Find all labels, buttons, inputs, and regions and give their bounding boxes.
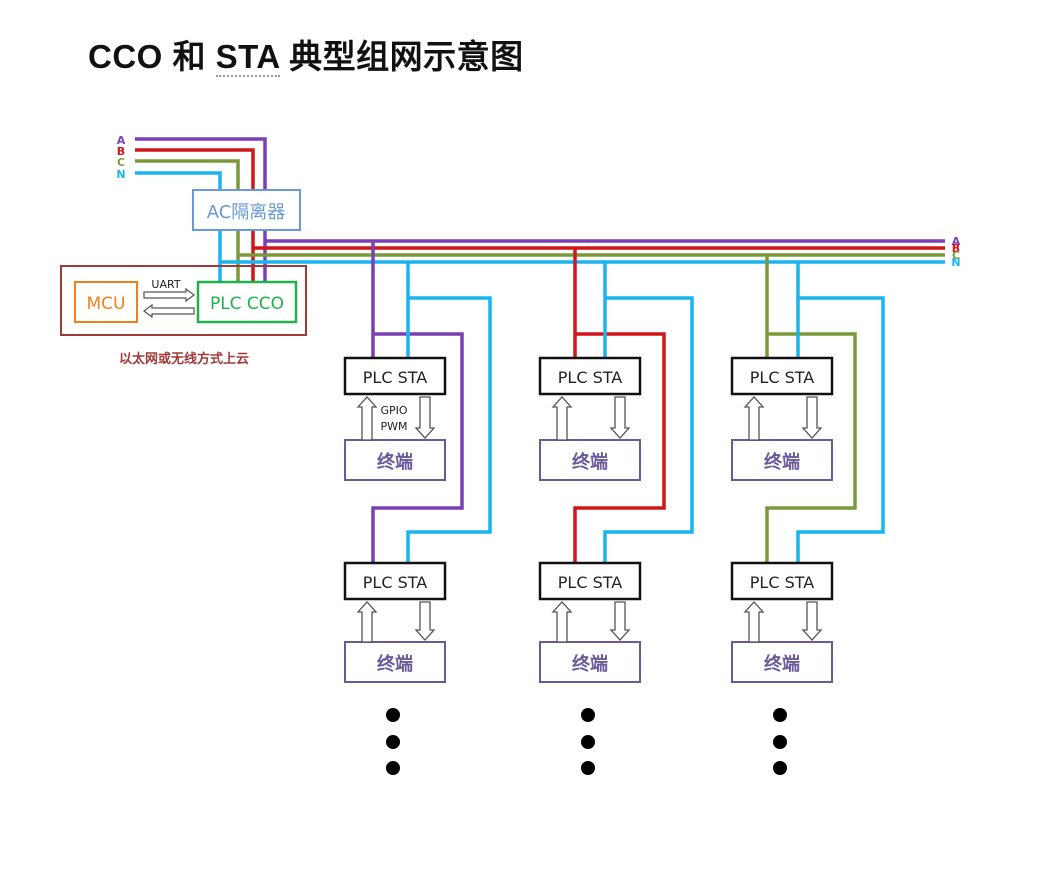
- cloud-caption: 以太网或无线方式上云: [119, 351, 249, 367]
- input-phase-label-N: N: [116, 168, 125, 181]
- mcu-label: MCU: [87, 294, 126, 314]
- uplink-arrow-icon: [551, 601, 573, 643]
- column-2-phase-branch: [573, 332, 666, 563]
- plc-sta-label: PLC STA: [558, 368, 623, 387]
- terminal-label: 终端: [572, 451, 608, 473]
- uplink-arrow-icon: [356, 396, 378, 441]
- bus-phase-label-B: B: [952, 242, 960, 255]
- ellipsis-dot-icon: [581, 761, 595, 775]
- downlink-arrow-icon: [801, 601, 823, 641]
- column-1-phase-branch: [371, 332, 464, 563]
- uplink-arrow-icon: [743, 396, 765, 441]
- terminal-label: 终端: [572, 653, 608, 675]
- downlink-arrow-icon: [414, 601, 436, 641]
- plc-sta-label: PLC STA: [750, 573, 815, 592]
- terminal-box: [731, 439, 833, 481]
- head-end-frame: [60, 265, 307, 336]
- downlink-arrow-icon: [801, 396, 823, 439]
- column-3-phase-branch: [765, 332, 857, 563]
- title-part-cco: CCO 和: [88, 38, 216, 75]
- column-1-neutral-branch: [406, 296, 492, 563]
- plc-sta-box: [730, 356, 834, 396]
- ellipsis-dot-icon: [386, 761, 400, 775]
- terminal-box: [539, 641, 641, 683]
- uplink-arrow-icon: [551, 396, 573, 441]
- input-wire-A: [135, 137, 267, 285]
- plc-sta-label: PLC STA: [363, 573, 428, 592]
- bus-phase-label-A: A: [952, 235, 961, 248]
- downlink-arrow-icon: [414, 396, 436, 439]
- plc-cco-label: PLC CCO: [210, 294, 284, 314]
- ellipsis-dot-icon: [773, 735, 787, 749]
- input-wire-N: [135, 171, 222, 285]
- terminal-label: 终端: [764, 653, 800, 675]
- bus-phase-label-N: N: [951, 256, 960, 269]
- downlink-arrow-icon: [609, 601, 631, 641]
- plc-sta-box: [343, 356, 447, 396]
- plc-sta-box: [343, 561, 447, 601]
- ellipsis-dot-icon: [581, 735, 595, 749]
- ac-isolator-label: AC隔离器: [207, 202, 286, 223]
- bus-phase-label-C: C: [952, 249, 960, 262]
- uart-arrow-left: [143, 303, 195, 319]
- uart-label: UART: [151, 278, 180, 291]
- plc-sta-label: PLC STA: [558, 573, 623, 592]
- uart-arrow-right: [143, 287, 195, 303]
- mcu-box: [74, 281, 138, 323]
- plc-sta-box: [538, 561, 642, 601]
- terminal-label: 终端: [377, 653, 413, 675]
- terminal-label: 终端: [764, 451, 800, 473]
- terminal-box: [539, 439, 641, 481]
- column-3-neutral-branch: [796, 296, 885, 563]
- gpio-label: GPIO: [380, 404, 407, 417]
- downlink-arrow-icon: [609, 396, 631, 439]
- input-wire-B: [135, 148, 255, 285]
- terminal-label: 终端: [377, 451, 413, 473]
- plc-sta-box: [730, 561, 834, 601]
- uplink-arrow-icon: [356, 601, 378, 643]
- ellipsis-dot-icon: [581, 708, 595, 722]
- title-part-rest: 典型组网示意图: [279, 38, 524, 75]
- plc-cco-box: [196, 280, 298, 324]
- input-phase-label-C: C: [117, 156, 125, 169]
- ellipsis-dot-icon: [386, 735, 400, 749]
- plc-sta-box: [538, 356, 642, 396]
- terminal-box: [344, 439, 446, 481]
- title-part-sta: STA: [215, 38, 280, 77]
- plc-sta-label: PLC STA: [750, 368, 815, 387]
- plc-sta-label: PLC STA: [363, 368, 428, 387]
- column-2-neutral-branch: [603, 296, 694, 563]
- ac-isolator-box: [192, 189, 301, 231]
- input-phase-label-B: B: [117, 145, 125, 158]
- terminal-box: [344, 641, 446, 683]
- ellipsis-dot-icon: [773, 708, 787, 722]
- terminal-box: [731, 641, 833, 683]
- input-phase-label-A: A: [117, 134, 126, 147]
- uplink-arrow-icon: [743, 601, 765, 643]
- diagram-title: CCO 和 STA 典型组网示意图: [88, 30, 524, 78]
- pwm-label: PWM: [380, 420, 407, 433]
- ellipsis-dot-icon: [773, 761, 787, 775]
- input-wire-C: [135, 159, 240, 285]
- ellipsis-dot-icon: [386, 708, 400, 722]
